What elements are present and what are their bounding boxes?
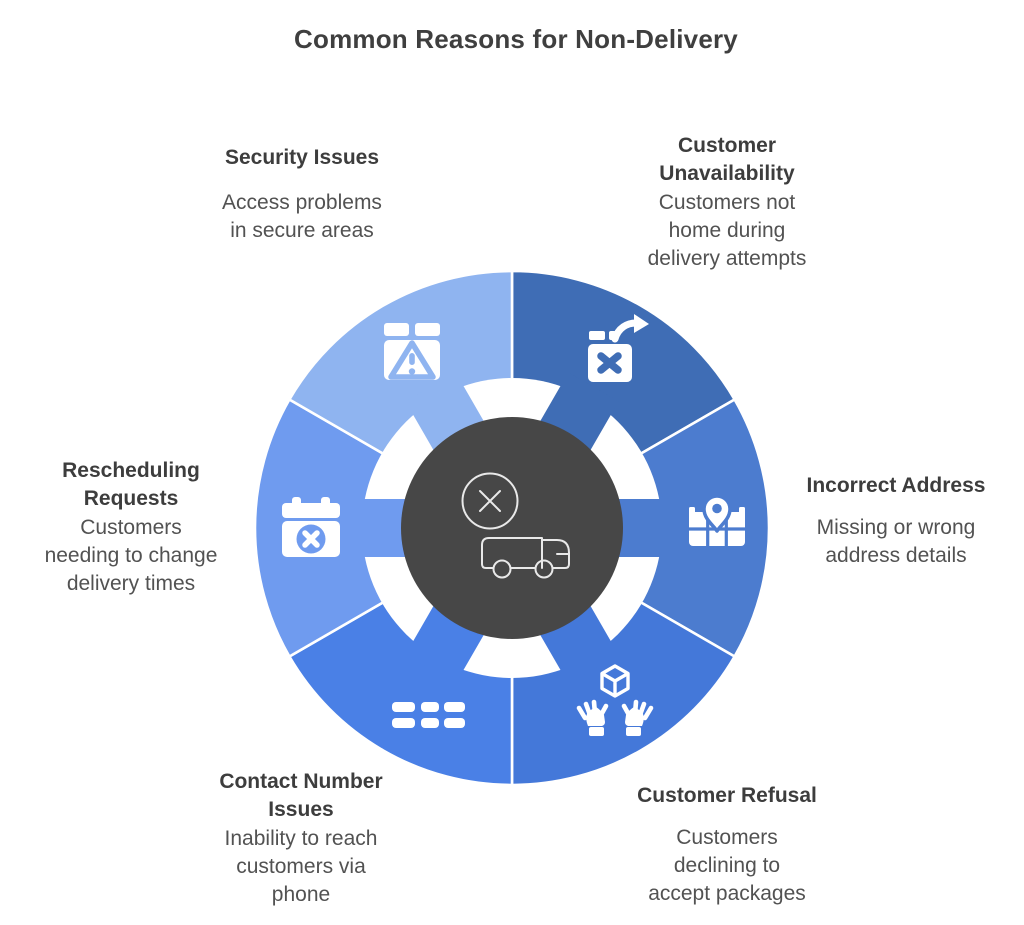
package-redirect-icon [588, 314, 649, 382]
label-security-issues-body: Access problems in secure areas [222, 191, 382, 242]
label-customer-unavailability-body: Customers not home during delivery attem… [647, 191, 807, 270]
label-incorrect-address-body: Missing or wrong address details [816, 516, 976, 567]
label-customer-refusal-body: Customers declining to accept packages [648, 826, 806, 905]
center-hub [401, 417, 623, 639]
page-title: Common Reasons for Non-Delivery [294, 24, 738, 54]
map-location-pin-icon [689, 494, 745, 546]
calendar-cancel-icon [282, 497, 340, 557]
package-warning-icon [384, 323, 440, 380]
hands-holding-package-icon [576, 664, 654, 736]
label-contact-number-issues-body: Inability to reach customers via phone [224, 827, 378, 906]
right-hand [621, 699, 654, 736]
label-rescheduling-requests-heading: Rescheduling Requests [62, 459, 200, 510]
label-incorrect-address-heading: Incorrect Address [806, 474, 986, 497]
label-rescheduling-requests-body: Customers needing to change delivery tim… [44, 516, 218, 595]
label-customer-refusal-heading: Customer Refusal [637, 784, 817, 807]
delivery-truck-icon [481, 537, 570, 579]
cancel-circle-icon [461, 472, 519, 530]
label-customer-unavailability-heading: Customer Unavailability [659, 134, 795, 185]
left-hand [576, 699, 609, 736]
dashed-lines-icon [392, 702, 465, 728]
label-contact-number-issues-heading: Contact Number Issues [219, 770, 383, 821]
hub-icons [461, 472, 570, 579]
label-security-issues-heading: Security Issues [224, 146, 380, 169]
